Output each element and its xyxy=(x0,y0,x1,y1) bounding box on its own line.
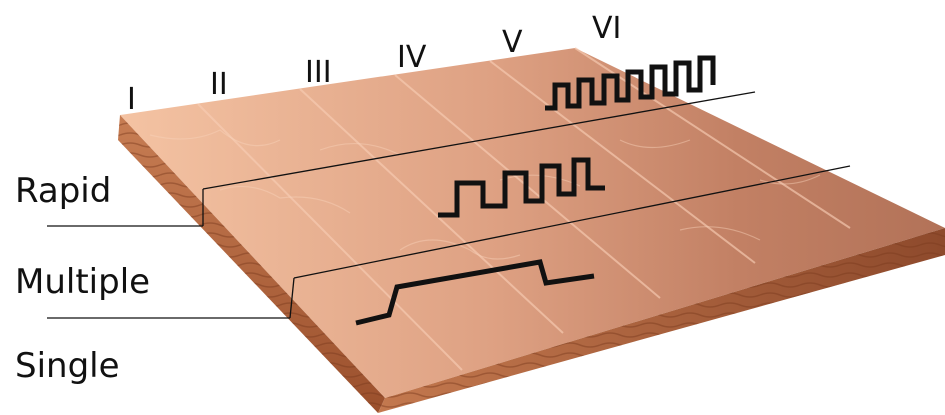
multiple-band-line xyxy=(293,165,851,279)
rapid-band-line xyxy=(202,91,756,190)
band-divider-5 xyxy=(574,47,851,229)
band-divider-2 xyxy=(299,88,564,334)
multiple-square-wave xyxy=(438,157,605,218)
skin-right-tissue xyxy=(378,228,945,413)
label-single: Single xyxy=(15,346,120,386)
numeral-1: I xyxy=(127,82,136,117)
label-rapid: Rapid xyxy=(15,171,111,211)
band-divider-4 xyxy=(489,60,756,264)
numeral-4: IV xyxy=(397,40,427,75)
single-square-wave xyxy=(355,259,595,326)
skin-front-tissue xyxy=(118,115,385,413)
numeral-5: V xyxy=(502,25,523,60)
guide-lines xyxy=(47,91,851,319)
label-multiple: Multiple xyxy=(15,262,150,302)
numeral-3: III xyxy=(305,55,332,90)
numeral-2: II xyxy=(210,67,228,102)
band-divider-1 xyxy=(197,103,463,371)
multiple-connector xyxy=(289,277,295,319)
numeral-6: VI xyxy=(592,11,621,46)
phototype-numerals: I II III IV V VI xyxy=(127,11,621,117)
skin-slab-top xyxy=(120,48,945,398)
rapid-square-wave xyxy=(545,55,716,111)
